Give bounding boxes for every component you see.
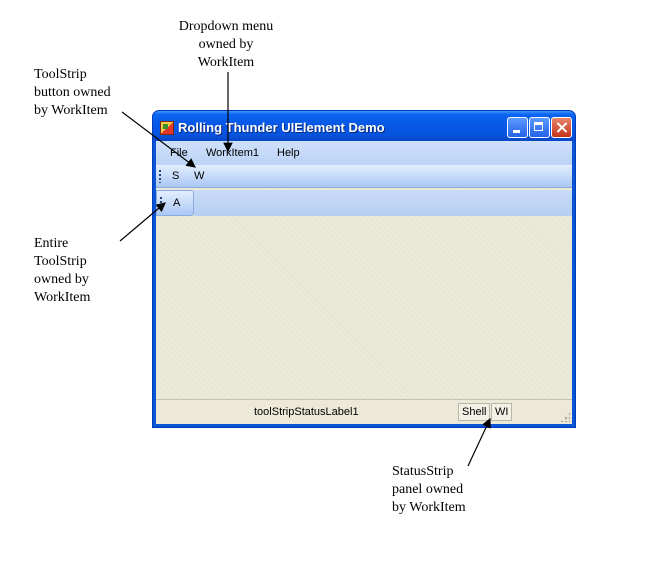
toolstrip-button-a[interactable]: A <box>173 197 181 209</box>
app-window: Rolling Thunder UIElement Demo File Work… <box>152 110 576 428</box>
client-area: File WorkItem1 Help S W A toolStripStatu… <box>156 141 572 424</box>
status-label: toolStripStatusLabel1 <box>254 406 359 418</box>
annotation-toolstrip-button: ToolStrip button owned by WorkItem <box>34 67 111 118</box>
toolstrip-workitem: A <box>156 190 194 216</box>
annotation-entire-toolstrip: Entire ToolStrip owned by WorkItem <box>34 236 91 305</box>
annotation-statusstrip-panel: StatusStrip panel owned by WorkItem <box>392 464 466 515</box>
toolstrip-grip-icon[interactable] <box>159 170 161 183</box>
toolstrip-button-w[interactable]: W <box>194 170 205 182</box>
window-title: Rolling Thunder UIElement Demo <box>178 120 385 135</box>
app-icon <box>160 121 174 135</box>
menu-help[interactable]: Help <box>277 147 300 159</box>
menu-bar: File WorkItem1 Help <box>156 141 572 165</box>
toolstrip-main: S W <box>156 165 572 188</box>
title-bar[interactable]: Rolling Thunder UIElement Demo <box>153 111 575 141</box>
toolstrip-button-s[interactable]: S <box>172 170 180 182</box>
status-panel-shell: Shell <box>458 403 491 421</box>
close-button[interactable] <box>551 117 572 138</box>
toolstrip-workitem-grip-icon[interactable] <box>160 197 162 210</box>
resize-grip-icon[interactable] <box>560 412 570 422</box>
toolstrip-panel-background <box>194 190 572 216</box>
status-strip: toolStripStatusLabel1 Shell WI <box>156 399 572 424</box>
status-panel-wi: WI <box>491 403 513 421</box>
minimize-button[interactable] <box>507 117 528 138</box>
maximize-button[interactable] <box>529 117 550 138</box>
annotation-dropdown-menu: Dropdown menu owned by WorkItem <box>178 19 274 70</box>
menu-file[interactable]: File <box>170 147 188 159</box>
menu-workitem1[interactable]: WorkItem1 <box>206 147 259 159</box>
